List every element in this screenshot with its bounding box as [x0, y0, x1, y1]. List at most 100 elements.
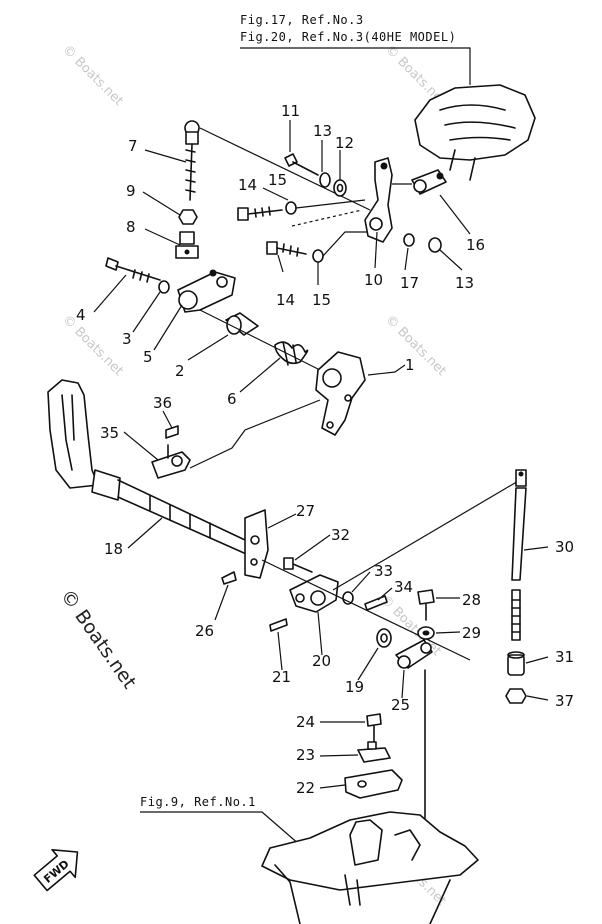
part-label: 2 [175, 362, 185, 380]
part-label: 4 [76, 306, 86, 324]
part-27-joint [395, 639, 433, 829]
part-label: 26 [195, 622, 214, 640]
screw-line-upper [295, 199, 366, 209]
part-32-washer [342, 591, 354, 605]
screw-line-lower [322, 231, 368, 257]
part-37-nut [505, 688, 527, 704]
watermark-large: © Boats.net [56, 585, 141, 693]
part-label: 7 [128, 137, 138, 155]
part-14-screw-lower [266, 241, 307, 257]
part-numbers: 11 13 12 7 9 14 15 8 16 10 17 13 14 15 4… [76, 102, 574, 797]
part-label: 1 [405, 356, 415, 374]
part-label: 12 [335, 134, 354, 152]
part-label: 28 [462, 591, 481, 609]
part-label: 18 [104, 540, 123, 558]
part-label: 27 [296, 502, 315, 520]
part-9-nut [178, 209, 198, 225]
part-label: 8 [126, 218, 136, 236]
part-10-lever [364, 157, 393, 243]
throttle-housing-partial [414, 84, 536, 181]
ref-label-fig9: Fig.9, Ref.No.1 [140, 795, 256, 809]
part-30-rod [511, 469, 527, 641]
part-28-bolt [417, 589, 435, 621]
part-5-lever [177, 269, 236, 313]
part-label: 17 [400, 274, 419, 292]
part-label: 31 [555, 648, 574, 666]
part-34-sleeve [507, 651, 525, 676]
part-2-collar [225, 312, 259, 336]
part-label: 13 [313, 122, 332, 140]
part-26-pin [221, 571, 237, 585]
part-label: 25 [391, 696, 410, 714]
part-35-bracket [151, 444, 191, 479]
part-11-bolt [284, 153, 319, 176]
part-15-spacer-lower [312, 249, 324, 263]
part-29-washer [417, 626, 435, 640]
leader-1 [367, 364, 406, 376]
part-21-pin [269, 618, 288, 632]
part-label: 30 [555, 538, 574, 556]
rod-link-line [189, 399, 321, 469]
lower-housing [261, 811, 479, 924]
part-19-collar [376, 628, 392, 648]
part-25-bracket [244, 509, 269, 579]
watermark: © Boats.net [59, 312, 126, 379]
part-16-joint [411, 169, 447, 195]
part-label: 20 [312, 652, 331, 670]
part-3-washer [158, 280, 170, 294]
part-label: 9 [126, 182, 136, 200]
ref-leader-top [240, 47, 471, 85]
part-13-washer-right [428, 237, 442, 253]
part-7-throttle-rod [184, 120, 200, 201]
part-1-throttle-cam [315, 351, 366, 436]
part-14-screw-upper [237, 206, 283, 221]
part-4-bolt [105, 257, 161, 283]
watermark: © Boats.net [382, 312, 449, 379]
part-label: 34 [394, 578, 413, 596]
part-label: 10 [364, 271, 383, 289]
leaders [93, 120, 549, 789]
part-label: 23 [296, 746, 315, 764]
part-label: 19 [345, 678, 364, 696]
part-label: 33 [374, 562, 393, 580]
part-label: 36 [153, 394, 172, 412]
part-label: 32 [331, 526, 350, 544]
part-label: 15 [268, 171, 287, 189]
part-13-washer [319, 172, 331, 188]
part-15-spacer-upper [285, 201, 297, 215]
part-label: 35 [100, 424, 119, 442]
part-label: 29 [462, 624, 481, 642]
part-6-spring [274, 341, 309, 366]
part-31-screw [283, 557, 313, 573]
part-18-throttle-handle [47, 379, 246, 554]
part-label: 5 [143, 348, 153, 366]
part-label: 21 [272, 668, 291, 686]
rod-line-30 [332, 479, 521, 591]
part-label: 13 [455, 274, 474, 292]
part-label: 22 [296, 779, 315, 797]
part-label: 37 [555, 692, 574, 710]
watermark: © Boats.net [59, 42, 126, 109]
part-label: 14 [238, 176, 257, 194]
part-8-joint [175, 231, 199, 259]
part-label: 24 [296, 713, 315, 731]
part-33-pin [364, 595, 388, 611]
part-label: 14 [276, 291, 295, 309]
fwd-arrow-icon: FWD [33, 848, 79, 892]
part-22-bracket [344, 769, 403, 799]
part-label: 6 [227, 390, 237, 408]
shaft-line [199, 309, 341, 381]
part-label: 11 [281, 102, 300, 120]
part-label: 16 [466, 236, 485, 254]
part-36-pin [165, 425, 179, 439]
part-label: 3 [122, 330, 132, 348]
ref-leader-bottom [140, 811, 301, 846]
part-label: 15 [312, 291, 331, 309]
part-17-bushing [403, 233, 415, 247]
part-24-bolt [366, 713, 382, 743]
part-12-collar [333, 179, 347, 197]
part-20-lever [289, 574, 339, 613]
shaft-line-lower [261, 559, 471, 661]
